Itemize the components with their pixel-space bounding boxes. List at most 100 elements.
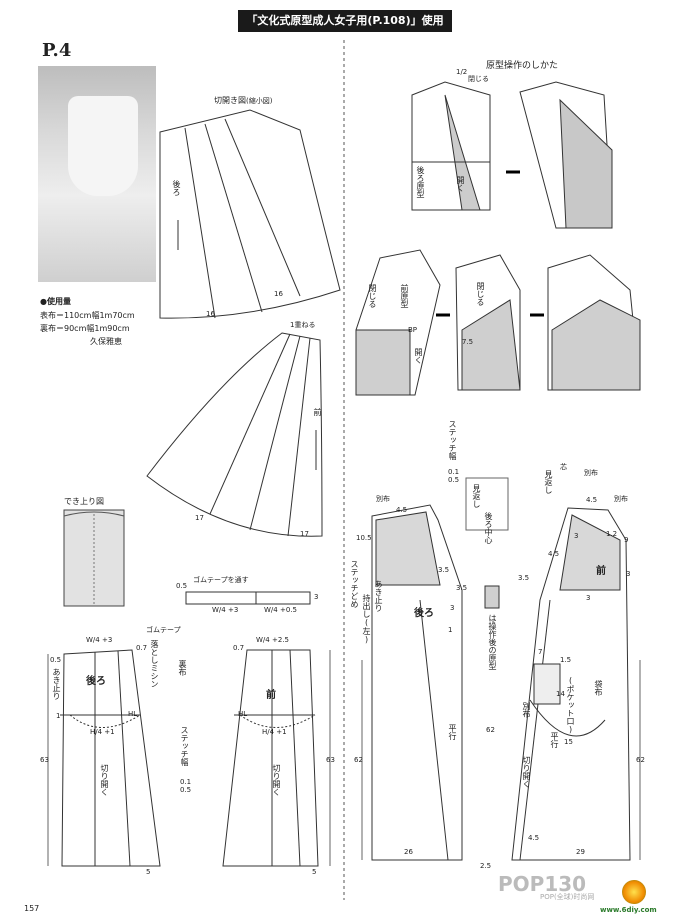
v-35c: 3.5	[518, 574, 530, 582]
watermark-text: POP130	[498, 872, 587, 896]
half-note: 1/2	[456, 68, 468, 76]
v-7: 7	[538, 648, 543, 656]
pattern-number: P.4	[42, 40, 72, 61]
gom-title: ゴムテープを通す	[193, 576, 249, 584]
v-105: 10.5	[356, 534, 372, 542]
cut-open-front: 切り開く	[272, 764, 281, 796]
model-photo	[38, 66, 156, 282]
v-45c: 4.5	[548, 550, 560, 558]
cut-open-right: 切り開く	[522, 756, 531, 788]
v-63a: 63	[40, 756, 49, 764]
after-proto-note: は操作後の原型	[488, 614, 497, 670]
v-62b: 62	[486, 726, 495, 734]
jacket-front-label: 前	[596, 566, 606, 577]
v-45b: 4.5	[586, 496, 598, 504]
front-piece-label: 前	[266, 690, 276, 701]
v-25: 2.5	[480, 862, 492, 870]
v-75: 7.5	[462, 338, 474, 346]
pocket-note: (ポケット口)	[566, 676, 575, 734]
gom-3: 3	[314, 593, 319, 601]
betsu-a: 別布	[376, 495, 390, 503]
v-5b: 5	[312, 868, 317, 876]
betsu-c: 別布	[614, 495, 628, 503]
page-number: 157	[24, 904, 40, 913]
v-9: 9	[624, 536, 629, 544]
betsu-d: 別布	[522, 702, 531, 718]
materials-line-2: 裏布＝90cm幅1m90cm	[40, 324, 130, 333]
hip-front-dim: H/4 +1	[262, 728, 287, 736]
v-35b: 3.5	[456, 584, 468, 592]
diy-logo-icon	[622, 880, 646, 904]
page-header: 「文化式原型成人女子用(P.108)」使用	[238, 10, 452, 32]
hip-back-dim: H/4 +1	[90, 728, 115, 736]
gomtape-note: ゴムテープ	[146, 626, 181, 634]
finished-title: でき上り図	[64, 497, 104, 506]
v-15b: 15	[564, 738, 573, 746]
pocket-bag: 袋布	[594, 680, 603, 696]
gom-w1: W/4 +3	[212, 606, 239, 614]
proto-title: 原型操作のしかた	[486, 61, 559, 71]
site-url: www.6diy.com	[600, 906, 657, 914]
v-1: 1	[56, 712, 61, 720]
back-proto-label: 後ろ原型	[416, 166, 425, 198]
v-45d: 4.5	[528, 834, 540, 842]
v-5a: 5	[146, 868, 151, 876]
v-45a: 4.5	[396, 506, 408, 514]
bp-label: BP	[408, 326, 418, 334]
akidomari-note: あき止り	[52, 668, 61, 700]
close-note-2: 閉じる	[368, 284, 377, 308]
jacket-back-label: 後ろ	[414, 608, 434, 619]
v-35a: 3.5	[438, 566, 450, 574]
facing-note: 見返し	[472, 484, 481, 508]
v-1a: 1	[448, 626, 453, 634]
facing-note-b: 見返し	[544, 470, 553, 494]
v-14: 14	[556, 690, 565, 698]
watermark-sub: POP(全球)时尚网	[540, 893, 595, 901]
mochidashi: 持出し(左)	[362, 594, 371, 644]
stitch-vals-left: 0.1 0.5	[180, 778, 192, 794]
v-29: 29	[576, 848, 585, 856]
back-label-upper: 後ろ	[172, 180, 181, 196]
aki-tomari: あき止り	[374, 580, 383, 612]
back-piece-label: 後ろ	[86, 676, 106, 687]
overlap-note: 1重ねる	[290, 321, 316, 329]
v-3c: 3	[626, 570, 631, 578]
dim-16b: 16	[274, 290, 283, 298]
front-waist-dim: W/4 +2.5	[256, 636, 289, 644]
v-07a: 0.7	[136, 644, 148, 652]
dim-17a: 17	[195, 514, 204, 522]
back-center-note: 後ろ中心	[484, 512, 493, 544]
v-3d: 3	[586, 594, 591, 602]
v-15: 1.5	[560, 656, 572, 664]
close-note-1: 閉じる	[468, 75, 489, 83]
materials-title: ●使用量	[40, 297, 71, 306]
stitch-width-right: ステッチ幅	[448, 420, 457, 460]
stitch-stop: ステッチどめ	[350, 560, 359, 608]
v-62c: 62	[636, 756, 645, 764]
v-26: 26	[404, 848, 413, 856]
v-3a: 3	[450, 604, 455, 612]
v-3b: 3	[574, 532, 579, 540]
author-name: 久保雅恵	[90, 337, 122, 346]
stitch-vals-right: 0.1 0.5	[448, 468, 460, 484]
gom-05: 0.5	[176, 582, 188, 590]
parallel-b: 平行	[550, 732, 559, 748]
v-12: 1.2	[606, 530, 618, 538]
betsu-b: 別布	[584, 469, 598, 477]
back-waist-dim: W/4 +3	[86, 636, 113, 644]
front-label-upper: 前	[313, 408, 322, 416]
spread-title: 切開き図(縮小図)	[214, 96, 273, 105]
shin-note: 芯	[560, 463, 567, 471]
otoshi-note: 落としミシン	[150, 640, 159, 688]
materials-line-1: 表布＝110cm幅1m70cm	[40, 311, 135, 320]
gom-w2: W/4 +0.5	[264, 606, 297, 614]
urafu-note: 裏布	[178, 660, 187, 676]
open-note-1: 開く	[456, 176, 465, 192]
v-07b: 0.7	[233, 644, 245, 652]
hl-back: HL	[128, 710, 138, 718]
hl-front: HL	[238, 710, 248, 718]
open-note-2: 開く	[414, 348, 423, 364]
v-63b: 63	[326, 756, 335, 764]
